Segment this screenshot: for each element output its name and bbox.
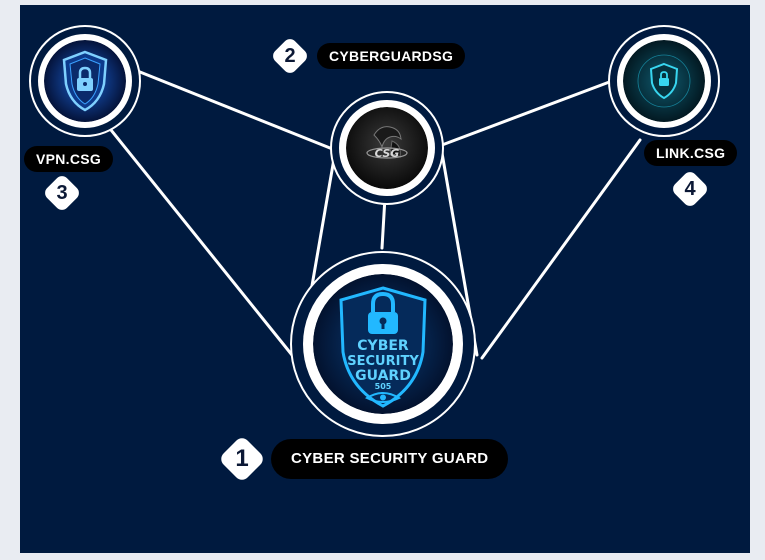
badge-1: 1 [217,434,267,484]
shield-text-line-4: 505 [375,382,392,391]
badge-2: 2 [270,36,310,76]
link-right-to-center [440,76,622,147]
node-cyber-security-guard[interactable]: CYBER SECURITY GUARD 505 [290,251,476,437]
node-vpn[interactable] [29,25,141,137]
shield-text-line-1: CYBER [357,338,409,354]
link-shield-icon [623,40,705,122]
node-cyberguardsg[interactable]: CSG [330,91,444,205]
mindmap-canvas: CSG [20,5,750,553]
badge-1-number: 1 [235,445,249,472]
vpn-shield-icon [44,40,126,122]
csg-logo-icon: CSG [346,107,428,189]
link-right-to-main [480,138,642,360]
connection-lines [105,66,642,360]
link-center-to-main [380,195,387,250]
security-guard-shield-icon: CYBER SECURITY GUARD 505 [313,274,453,414]
link-left-to-main [105,123,294,357]
label-link-csg: LINK.CSG [644,140,738,166]
eye-icon [364,392,402,403]
node-link[interactable] [608,25,720,137]
label-cyberguardsg: CYBERGUARDSG [317,43,466,69]
shield-text-line-3: GUARD [355,368,411,384]
label-cyber-security-guard: CYBER SECURITY GUARD [271,439,509,479]
badge-4: 4 [670,169,710,209]
link-left-to-center [128,66,337,152]
badge-4-number: 4 [684,177,696,200]
csg-logo-text: CSG [375,147,400,160]
badge-3: 3 [42,173,82,213]
badge-3-number: 3 [56,181,68,204]
label-vpn-csg: VPN.CSG [24,146,114,172]
shield-text-line-2: SECURITY [347,354,419,369]
badge-2-number: 2 [284,44,296,67]
